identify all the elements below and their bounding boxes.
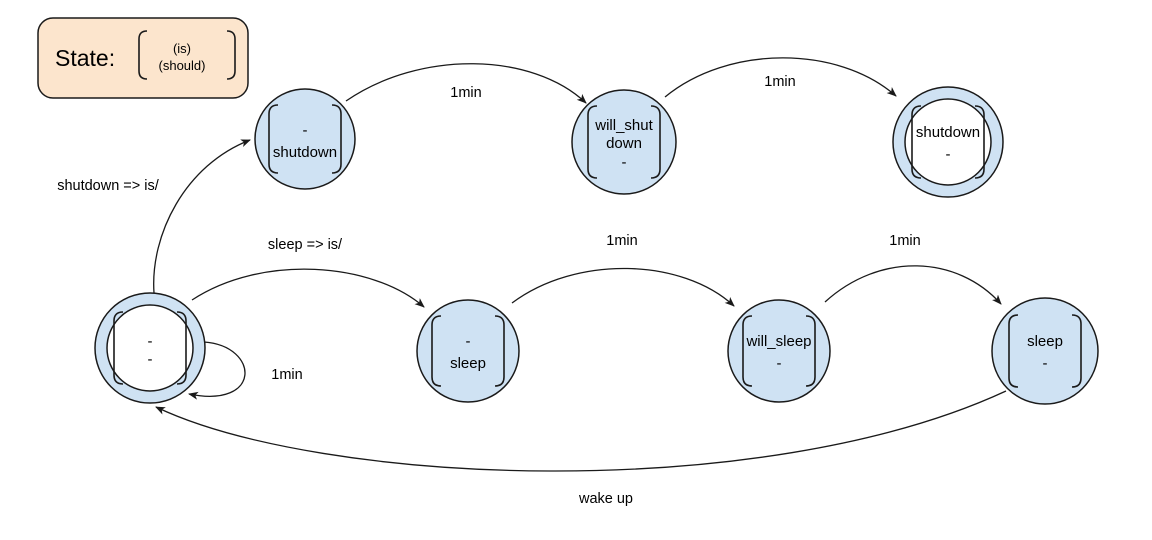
node-line: -: [777, 355, 782, 372]
edge-shutdown-trigger: [153, 139, 251, 294]
state-bracket-left-icon: [911, 105, 922, 179]
node-line: shutdown: [273, 144, 337, 161]
state-bracket-left-icon: [431, 315, 442, 387]
node-line: sleep: [450, 355, 486, 372]
edge-wake-up: [155, 390, 1007, 472]
state-bracket-right-icon: [331, 104, 342, 174]
state-bracket-right-icon: [494, 315, 505, 387]
node-circle: [727, 299, 831, 403]
node-line: -: [148, 333, 153, 350]
state-node-dash-shutdown: - shutdown: [254, 88, 356, 190]
state-node-will-shutdown: will_shut down -: [571, 89, 677, 195]
node-line: -: [622, 154, 627, 171]
node-line: -: [1043, 355, 1048, 372]
state-bracket-left-icon: [587, 105, 598, 179]
node-line: -: [148, 351, 153, 368]
legend-bracket-left-icon: [138, 30, 148, 80]
node-circle: [991, 297, 1099, 405]
edge-label-shutdown-trigger: shutdown => is/: [57, 178, 160, 194]
state-bracket-right-icon: [805, 315, 816, 387]
state-bracket-left-icon: [113, 311, 124, 385]
legend-should-label: (should): [159, 58, 206, 73]
state-bracket-right-icon: [974, 105, 985, 179]
state-bracket-left-icon: [268, 104, 279, 174]
state-node-dash-dash: - -: [94, 292, 206, 404]
edge-timer-self-loop: [188, 341, 246, 400]
edge-label-sleep-trigger: sleep => is/: [268, 237, 343, 253]
state-node-dash-sleep: - sleep: [416, 299, 520, 403]
node-circle: [571, 89, 677, 195]
state-bracket-right-icon: [1071, 314, 1082, 388]
state-node-sleep-dash: sleep -: [991, 297, 1099, 405]
node-line: will_sleep: [745, 333, 811, 350]
state-bracket-right-icon: [650, 105, 661, 179]
state-bracket-right-icon: [176, 311, 187, 385]
edge-label-timer-bottom-1: 1min: [606, 233, 637, 249]
edge-label-wake-up: wake up: [578, 491, 633, 507]
edge-timer-top-2: [664, 57, 897, 98]
state-node-will-sleep: will_sleep -: [727, 299, 831, 403]
state-node-shutdown-dash: shutdown -: [892, 86, 1004, 198]
legend-is-label: (is): [173, 41, 191, 56]
legend-bracket-right-icon: [226, 30, 236, 80]
node-line: -: [466, 333, 471, 350]
legend: State: (is) (should): [37, 17, 249, 99]
edge-timer-bottom-2: [824, 265, 1002, 305]
node-line: -: [946, 146, 951, 163]
state-bracket-left-icon: [742, 315, 753, 387]
edge-label-timer-self: 1min: [271, 367, 302, 383]
node-circle: [254, 88, 356, 190]
edge-label-timer-top-1: 1min: [450, 85, 481, 101]
legend-box: [37, 17, 249, 99]
state-bracket-left-icon: [1008, 314, 1019, 388]
edge-timer-bottom-1: [511, 267, 735, 307]
legend-title: State:: [55, 45, 115, 71]
node-line: will_shut: [594, 117, 653, 134]
node-line: down: [606, 135, 642, 152]
edge-label-timer-bottom-2: 1min: [889, 233, 920, 249]
node-circle: [416, 299, 520, 403]
node-line: -: [303, 122, 308, 139]
edges: shutdown => is/ 1min 1min sleep => is/ 1…: [57, 57, 1007, 507]
edge-label-timer-top-2: 1min: [764, 74, 795, 90]
node-inner-circle: [106, 304, 194, 392]
edge-timer-top-1: [345, 63, 587, 104]
edge-sleep-trigger: [191, 268, 425, 308]
node-line: shutdown: [916, 124, 980, 141]
node-line: sleep: [1027, 333, 1063, 350]
node-inner-circle: [904, 98, 992, 186]
